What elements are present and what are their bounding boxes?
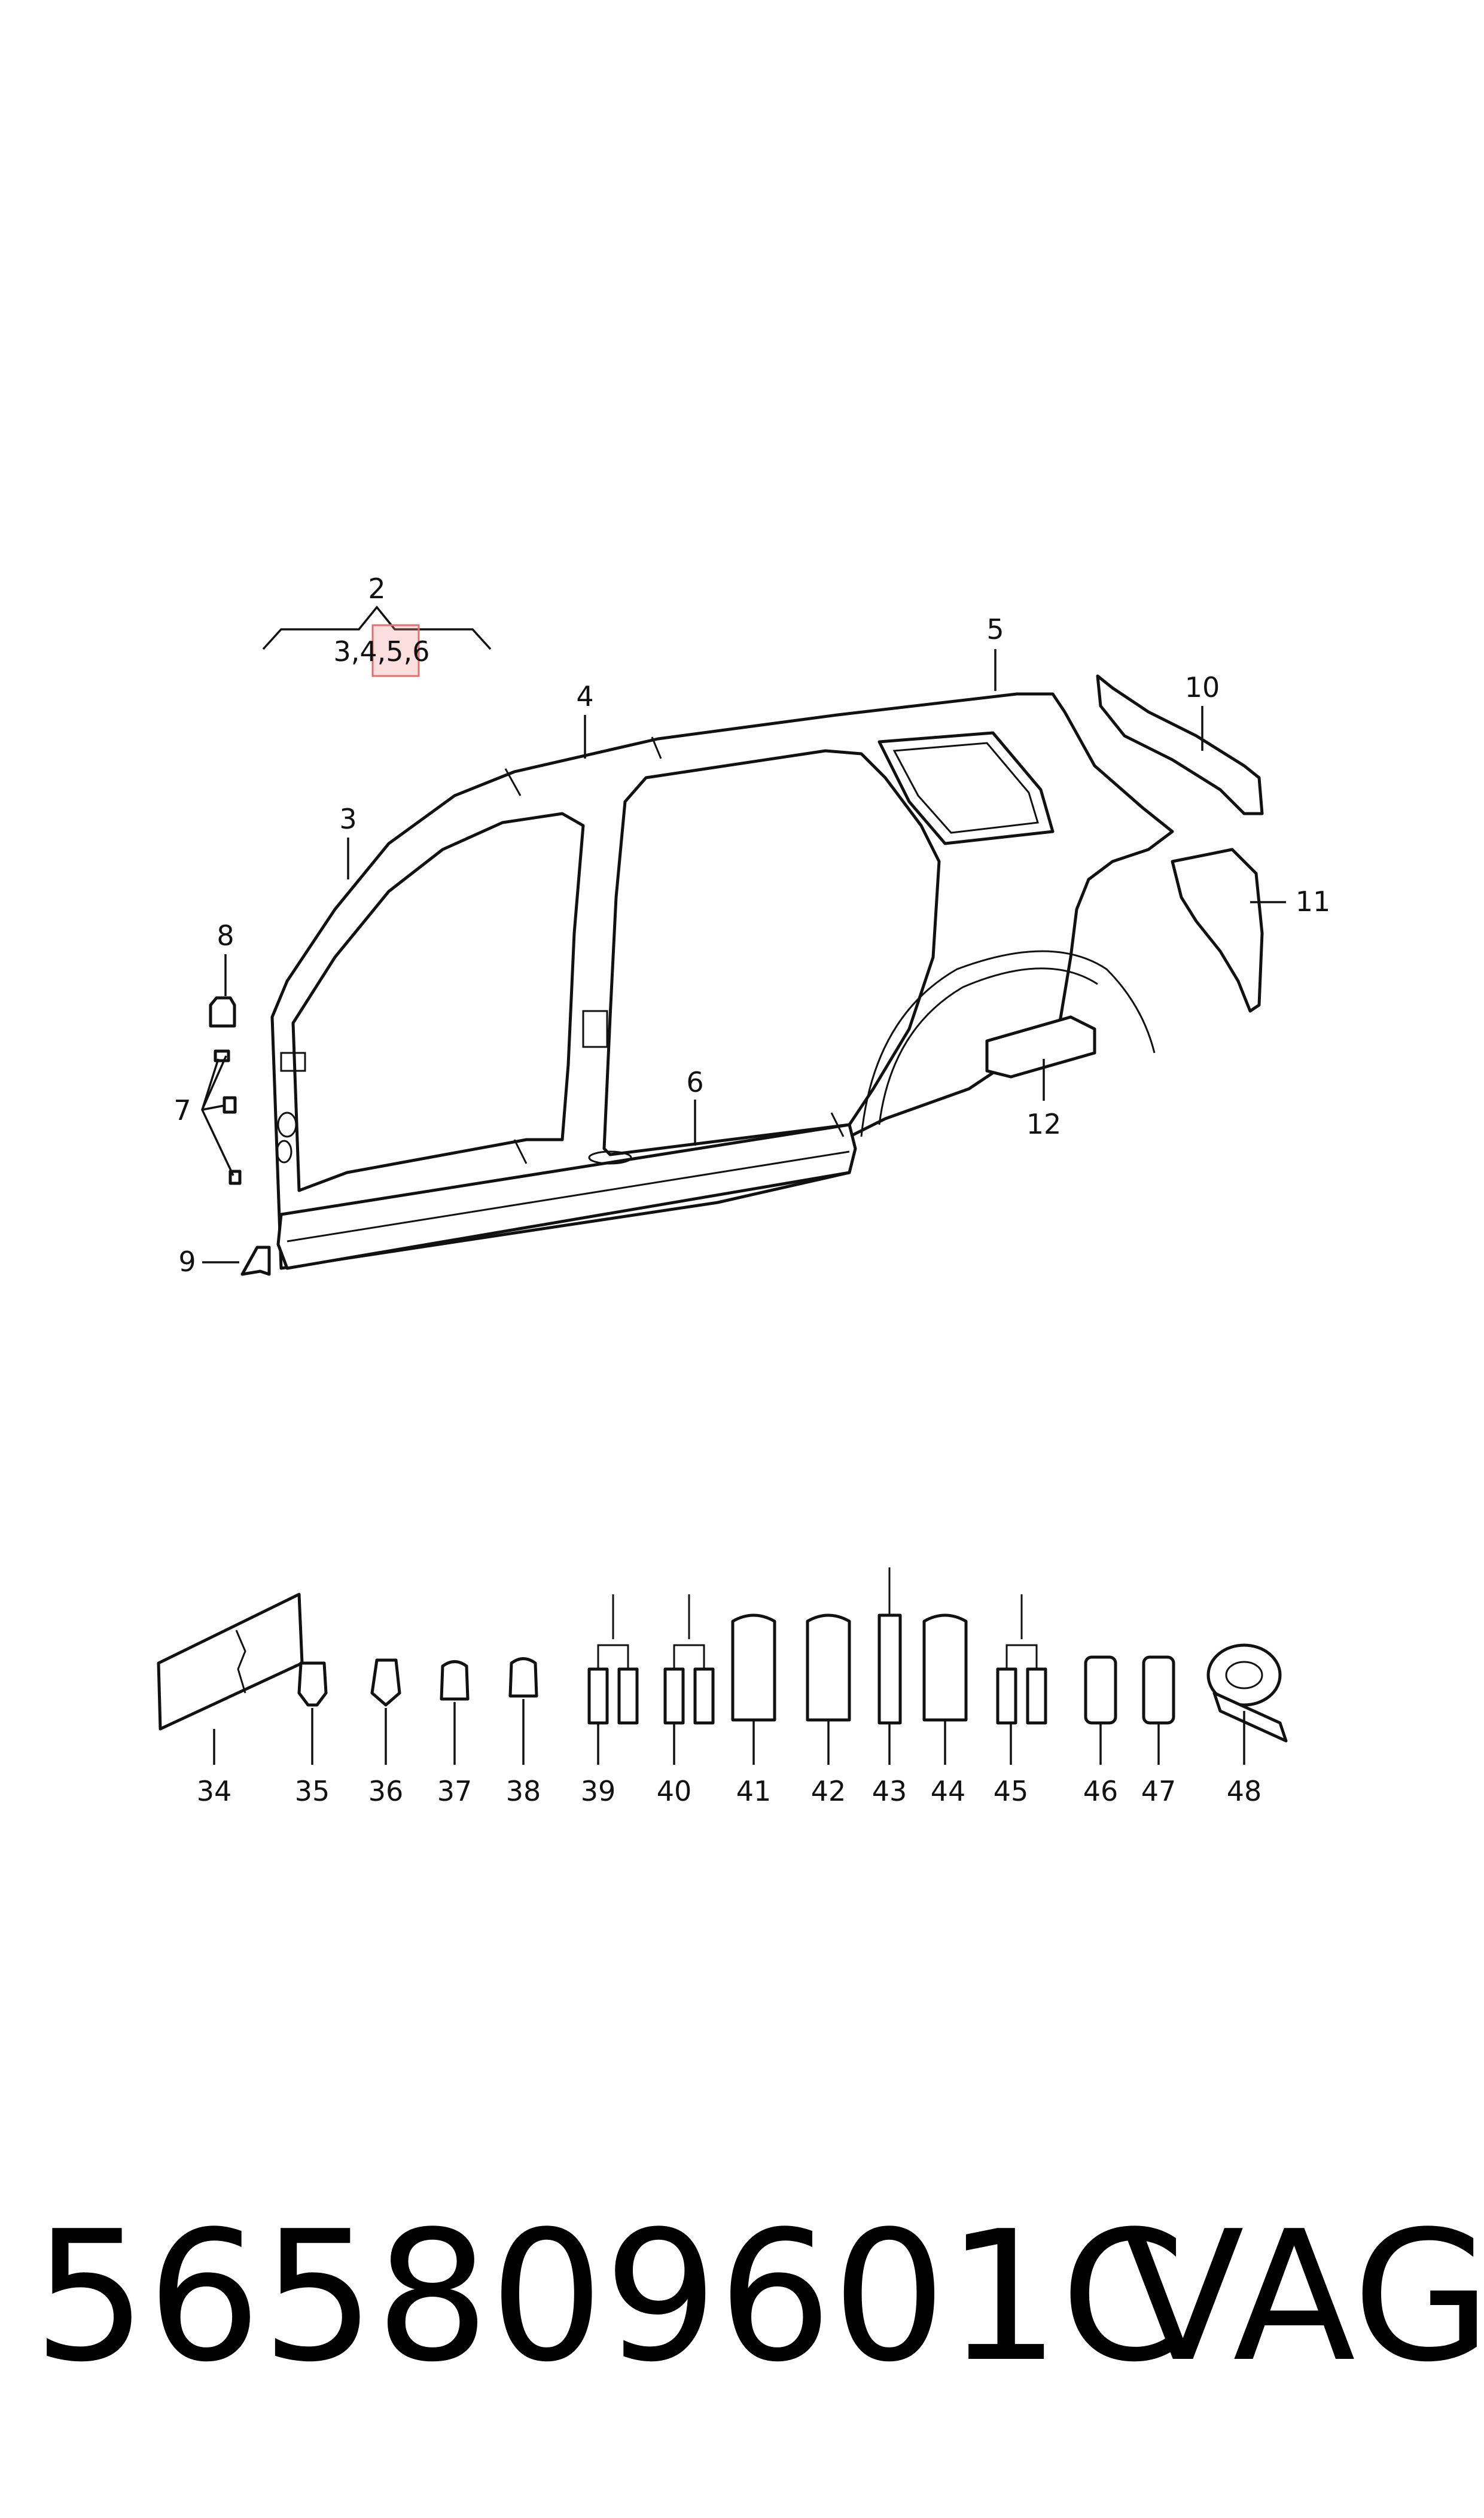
callout-36: 36 [368, 1775, 404, 1807]
part-9-bracket [240, 1246, 271, 1276]
wheel-arch-inner [878, 967, 1098, 1125]
wheel-arch [860, 950, 1156, 1137]
part-41-can [731, 1613, 776, 1722]
roof-joint-2 [651, 736, 662, 759]
roof-joint-1 [504, 768, 522, 796]
part-11-bracket [1171, 848, 1264, 1013]
a-pillar-hole [277, 1112, 297, 1138]
part-46-cartridge [1084, 1655, 1117, 1725]
part-7-clip-b [223, 1096, 237, 1114]
rear-door-opening [602, 749, 941, 1156]
part-42-can [806, 1613, 851, 1722]
part-48-tape-roll [1206, 1643, 1288, 1743]
part-38-cap [508, 1657, 538, 1698]
part-40-dual-cartridge [663, 1594, 715, 1725]
callout-6: 6 [686, 1066, 703, 1098]
callout-10: 10 [1185, 671, 1220, 704]
callout-3456: 3,4,5,6 [334, 635, 430, 668]
part-39-dual-cartridge [587, 1594, 639, 1725]
callout-38: 38 [506, 1775, 541, 1807]
side-panel-assembly [270, 692, 1174, 1270]
leader-7c [201, 1058, 220, 1110]
part-45-dual-cartridge [996, 1594, 1047, 1725]
a-pillar-hole-2 [276, 1140, 292, 1164]
part-12-panel [985, 1015, 1096, 1079]
callout-8: 8 [217, 919, 234, 952]
part-35-nut [297, 1661, 328, 1707]
brand-label: VAG [1122, 2193, 1484, 2401]
sill-joint-1 [513, 1139, 528, 1164]
callout-35: 35 [295, 1775, 330, 1807]
callout-47: 47 [1141, 1775, 1177, 1807]
part-43-tube [877, 1567, 902, 1725]
highlight-box [371, 624, 420, 677]
callout-34: 34 [197, 1775, 232, 1807]
callout-45: 45 [994, 1775, 1029, 1807]
callout-48: 48 [1227, 1775, 1262, 1807]
callout-44: 44 [931, 1775, 966, 1807]
callout-12: 12 [1026, 1108, 1062, 1140]
callout-37: 37 [437, 1775, 473, 1807]
callout-2: 2 [368, 573, 385, 605]
b-pillar-bracket [582, 1010, 608, 1048]
leader-7 [201, 1055, 234, 1176]
callout-40: 40 [657, 1775, 692, 1807]
quarter-window-inner [892, 742, 1039, 834]
part-36-pin [370, 1658, 401, 1707]
callout-41: 41 [736, 1775, 772, 1807]
part-10-rail [1096, 674, 1264, 815]
sill-line [287, 1150, 850, 1243]
part-37-cap [440, 1660, 470, 1701]
assembly-callouts: 3 4 5 6 7 8 9 10 11 12 [173, 613, 1330, 1278]
callout-11: 11 [1296, 885, 1331, 918]
sill-joint-2 [830, 1112, 845, 1137]
callout-4: 4 [576, 680, 593, 713]
group-label: 2 3,4,5,6 [262, 573, 492, 677]
part-number: 565809601C [33, 2193, 1186, 2401]
part-44-can [922, 1613, 968, 1722]
part-34-break [235, 1630, 246, 1694]
part-47-cartridge [1142, 1655, 1175, 1725]
a-pillar-bracket [280, 1052, 306, 1072]
callout-9: 9 [178, 1246, 196, 1278]
callout-3: 3 [339, 803, 356, 835]
leader-7b [202, 1104, 225, 1111]
parts-row: 34 35 36 37 38 39 40 41 42 43 44 45 46 4… [157, 1567, 1288, 1807]
quarter-window [877, 731, 1055, 845]
callout-46: 46 [1083, 1775, 1119, 1807]
callout-43: 43 [872, 1775, 907, 1807]
front-door-opening [291, 812, 585, 1192]
part-34-sheet [157, 1593, 304, 1731]
callout-7: 7 [173, 1094, 191, 1126]
group-bracket [262, 605, 492, 650]
callout-39: 39 [581, 1775, 616, 1807]
callout-42: 42 [811, 1775, 846, 1807]
part-8-clip [209, 996, 236, 1028]
callout-5: 5 [986, 613, 1004, 646]
sill-hole [588, 1150, 632, 1165]
